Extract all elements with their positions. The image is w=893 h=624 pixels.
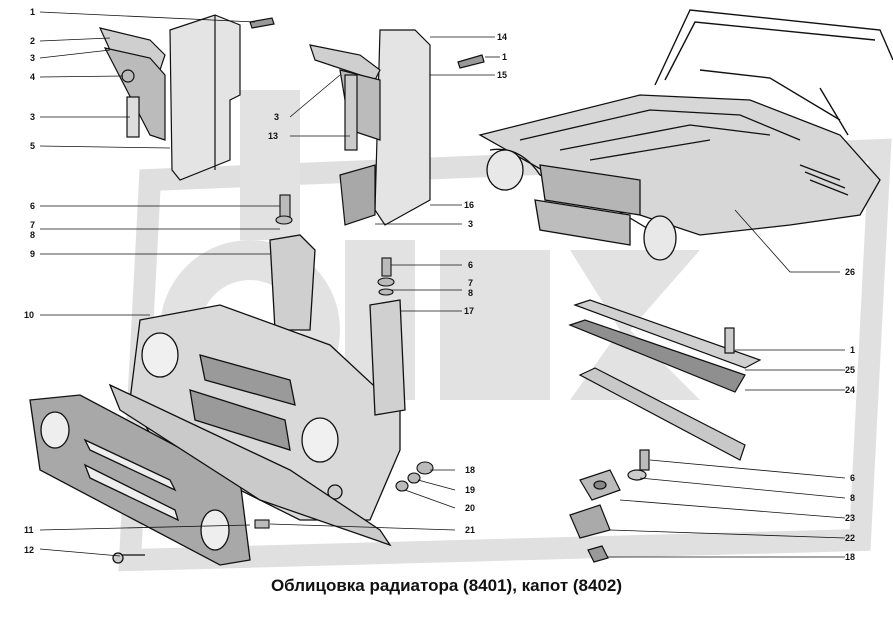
callout-label: 19	[465, 485, 475, 495]
fasteners-center	[275, 194, 395, 296]
callout-label: 13	[268, 131, 278, 141]
windshield-frame	[654, 9, 893, 136]
callout-label: 14	[497, 32, 507, 42]
callout-label: 1	[30, 7, 35, 17]
callout-label: 7	[30, 220, 35, 230]
callout-label: 4	[30, 72, 35, 82]
callout-label: 11	[24, 525, 34, 535]
callout-label: 3	[274, 112, 279, 122]
mesh-strips	[568, 299, 762, 461]
callout-label: 18	[845, 552, 855, 562]
callout-label: 3	[30, 53, 35, 63]
callouts-left: 1 2 3 4 3 5 6 7 8 9 10 11 12	[24, 7, 35, 555]
callout-label: 6	[468, 260, 473, 270]
callout-label: 1	[850, 345, 855, 355]
diagram-caption: Облицовка радиатора (8401), капот (8402)	[270, 576, 623, 595]
callout-label: 23	[845, 513, 855, 523]
callouts-bottom: 18 19 20 21	[465, 465, 475, 535]
callout-label: 6	[30, 201, 35, 211]
callout-label: 16	[464, 200, 474, 210]
callout-label: 10	[24, 310, 34, 320]
grille-frame	[29, 383, 392, 566]
callout-label: 8	[468, 288, 473, 298]
leader-lines	[39, 11, 846, 558]
callout-label: 17	[464, 306, 474, 316]
callout-label: 21	[465, 525, 475, 535]
callouts-center: 14 1 15 3 13 16 3 6 7 8 17	[268, 32, 507, 316]
callout-label: 8	[30, 230, 35, 240]
callouts-right: 26 1 25 24 6 8 23 22 18	[845, 267, 855, 562]
callout-label: 3	[468, 219, 473, 229]
callout-label: 3	[30, 112, 35, 122]
callout-label: 1	[502, 52, 507, 62]
callout-label: 5	[30, 141, 35, 151]
callout-label: 22	[845, 533, 855, 543]
callout-label: 20	[465, 503, 475, 513]
callout-label: 12	[24, 545, 34, 555]
bottom-fasteners	[254, 461, 434, 529]
callout-label: 9	[30, 249, 35, 259]
callout-label: 26	[845, 267, 855, 277]
callout-label: 24	[845, 385, 855, 395]
left-side-panel	[98, 14, 275, 181]
callout-label: 6	[850, 473, 855, 483]
callout-label: 7	[468, 278, 473, 288]
callout-label: 15	[497, 70, 507, 80]
callout-label: 2	[30, 36, 35, 46]
hood-panel	[478, 94, 881, 261]
hood-lock-parts	[569, 449, 650, 563]
callout-label: 8	[850, 493, 855, 503]
center-side-panel	[309, 29, 485, 226]
callout-label: 25	[845, 365, 855, 375]
callout-label: 18	[465, 465, 475, 475]
